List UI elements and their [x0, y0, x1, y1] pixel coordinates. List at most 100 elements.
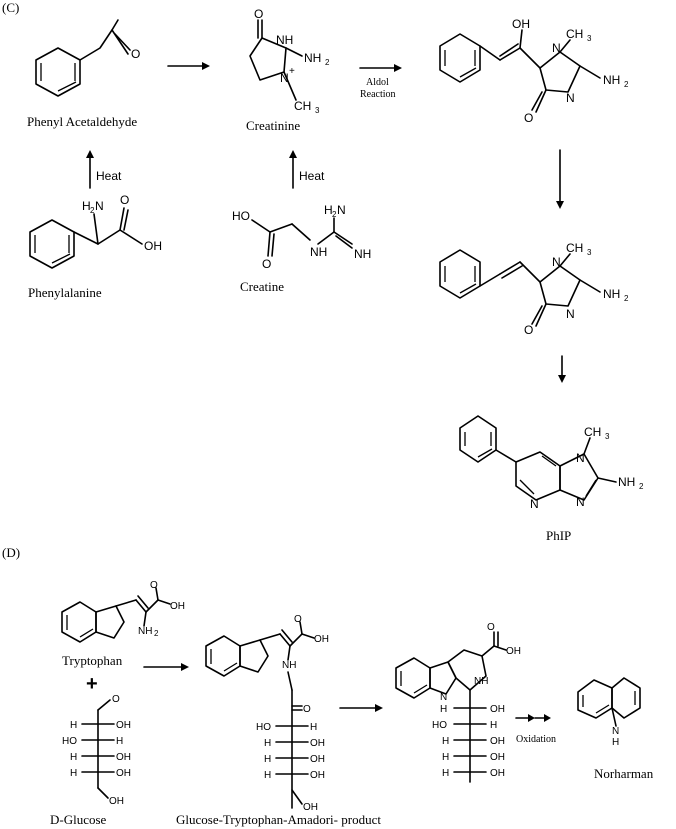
creatine-structure — [251, 217, 353, 257]
atom-ho: HO — [432, 720, 447, 731]
atom-oh: OH — [310, 754, 325, 765]
atom-oh: OH — [310, 770, 325, 781]
atom-nh2: NH — [618, 475, 635, 489]
atom-ch3: CH — [566, 27, 583, 41]
svg-text:3: 3 — [587, 248, 592, 257]
phenylalanine-structure — [29, 207, 143, 269]
atom-h: H — [116, 736, 123, 747]
dehydrated-intermediate-structure — [439, 249, 601, 327]
atom-nh: NH — [276, 33, 293, 47]
atom-oh: OH — [109, 796, 124, 807]
atom-h: H — [70, 752, 77, 763]
atom-n: N — [530, 497, 539, 511]
arrow-down-2 — [558, 355, 566, 383]
label-reaction: Reaction — [360, 89, 396, 100]
atom-h: H — [612, 737, 619, 748]
atom-h: H — [264, 754, 271, 765]
svg-text:2: 2 — [325, 58, 330, 67]
atom-n: N — [280, 71, 289, 85]
plus-sign: + — [86, 673, 98, 695]
tryptophan-structure — [61, 587, 171, 643]
creatinine-structure — [249, 19, 303, 101]
svg-text:N: N — [337, 203, 346, 217]
label-phenylalanine: Phenylalanine — [28, 285, 102, 300]
section-label-c: (C) — [2, 0, 19, 15]
atom-nh: NH — [354, 247, 371, 261]
atom-n: N — [612, 726, 619, 737]
label-norharman: Norharman — [594, 766, 654, 781]
atom-oh: OH — [170, 601, 185, 612]
atom-ho: HO — [256, 722, 271, 733]
atom-nh2: NH — [138, 626, 152, 637]
atom-h: H — [440, 704, 447, 715]
svg-text:2: 2 — [624, 80, 629, 89]
label-heat-left: Heat — [96, 169, 122, 183]
atom-oh: OH — [506, 646, 521, 657]
atom-oxygen: O — [120, 193, 129, 207]
atom-h: H — [310, 722, 317, 733]
atom-oh: OH — [490, 752, 505, 763]
label-phip: PhIP — [546, 528, 571, 543]
svg-text:N: N — [95, 199, 104, 213]
atom-oh: OH — [303, 802, 318, 813]
svg-text:3: 3 — [605, 432, 610, 441]
arrow-aldol-reaction — [359, 64, 402, 72]
atom-oxygen: O — [262, 257, 271, 271]
atom-oxygen: O — [150, 580, 158, 591]
atom-oh: OH — [116, 768, 131, 779]
atom-oxygen: O — [254, 7, 263, 21]
phenyl-acetaldehyde-structure: O — [35, 19, 140, 97]
atom-ch3: CH — [584, 425, 601, 439]
svg-text:2: 2 — [639, 482, 644, 491]
d-glucose-structure — [81, 699, 115, 799]
atom-nh: NH — [310, 245, 327, 259]
tetrahydro-carboline-structure — [395, 631, 507, 783]
svg-text:2: 2 — [90, 206, 95, 215]
svg-text:2: 2 — [154, 629, 159, 638]
atom-oh: OH — [310, 738, 325, 749]
label-aldol: Aldol — [366, 77, 389, 88]
atom-n: N — [576, 451, 585, 465]
atom-h2n: H — [82, 199, 91, 213]
label-phenyl-acetaldehyde: Phenyl Acetaldehyde — [27, 114, 137, 129]
atom-oh: OH — [314, 634, 329, 645]
atom-h: H — [442, 768, 449, 779]
phip-structure — [459, 415, 617, 501]
charge-plus: + — [289, 66, 295, 77]
atom-oh: OH — [490, 704, 505, 715]
atom-oxygen: O — [524, 111, 533, 125]
atom-oxygen: O — [524, 323, 533, 337]
atom-nh2: NH — [304, 51, 321, 65]
section-label-d: (D) — [2, 545, 20, 560]
atom-oxygen: O — [487, 622, 495, 633]
atom-ho: HO — [232, 209, 250, 223]
arrow-heat-left — [86, 150, 94, 189]
atom-n: N — [552, 41, 561, 55]
arrow-down-1 — [556, 149, 564, 209]
aldol-product-structure — [439, 29, 601, 113]
atom-oh: OH — [144, 239, 162, 253]
atom-h: H — [442, 752, 449, 763]
label-creatine: Creatine — [240, 279, 284, 294]
atom-oh: OH — [490, 736, 505, 747]
svg-text:3: 3 — [587, 34, 592, 43]
atom-oxygen: O — [303, 704, 311, 715]
atom-n: N — [552, 255, 561, 269]
svg-text:2: 2 — [624, 294, 629, 303]
atom-nh2: NH — [603, 73, 620, 87]
arrow-to-amadori — [143, 663, 189, 671]
atom-oh: OH — [116, 720, 131, 731]
label-oxidation: Oxidation — [516, 734, 556, 745]
atom-h: H — [442, 736, 449, 747]
atom-nh: NH — [474, 676, 488, 687]
atom-n: N — [566, 307, 575, 321]
arrow-heat-right — [289, 150, 297, 189]
atom-h: H — [490, 720, 497, 731]
arrow-to-creatinine — [167, 62, 210, 70]
svg-text:2: 2 — [332, 210, 337, 219]
atom-h: H — [264, 738, 271, 749]
svg-text:3: 3 — [315, 106, 320, 115]
atom-oxygen: O — [131, 47, 140, 61]
atom-n: N — [566, 91, 575, 105]
label-heat-right: Heat — [299, 169, 325, 183]
